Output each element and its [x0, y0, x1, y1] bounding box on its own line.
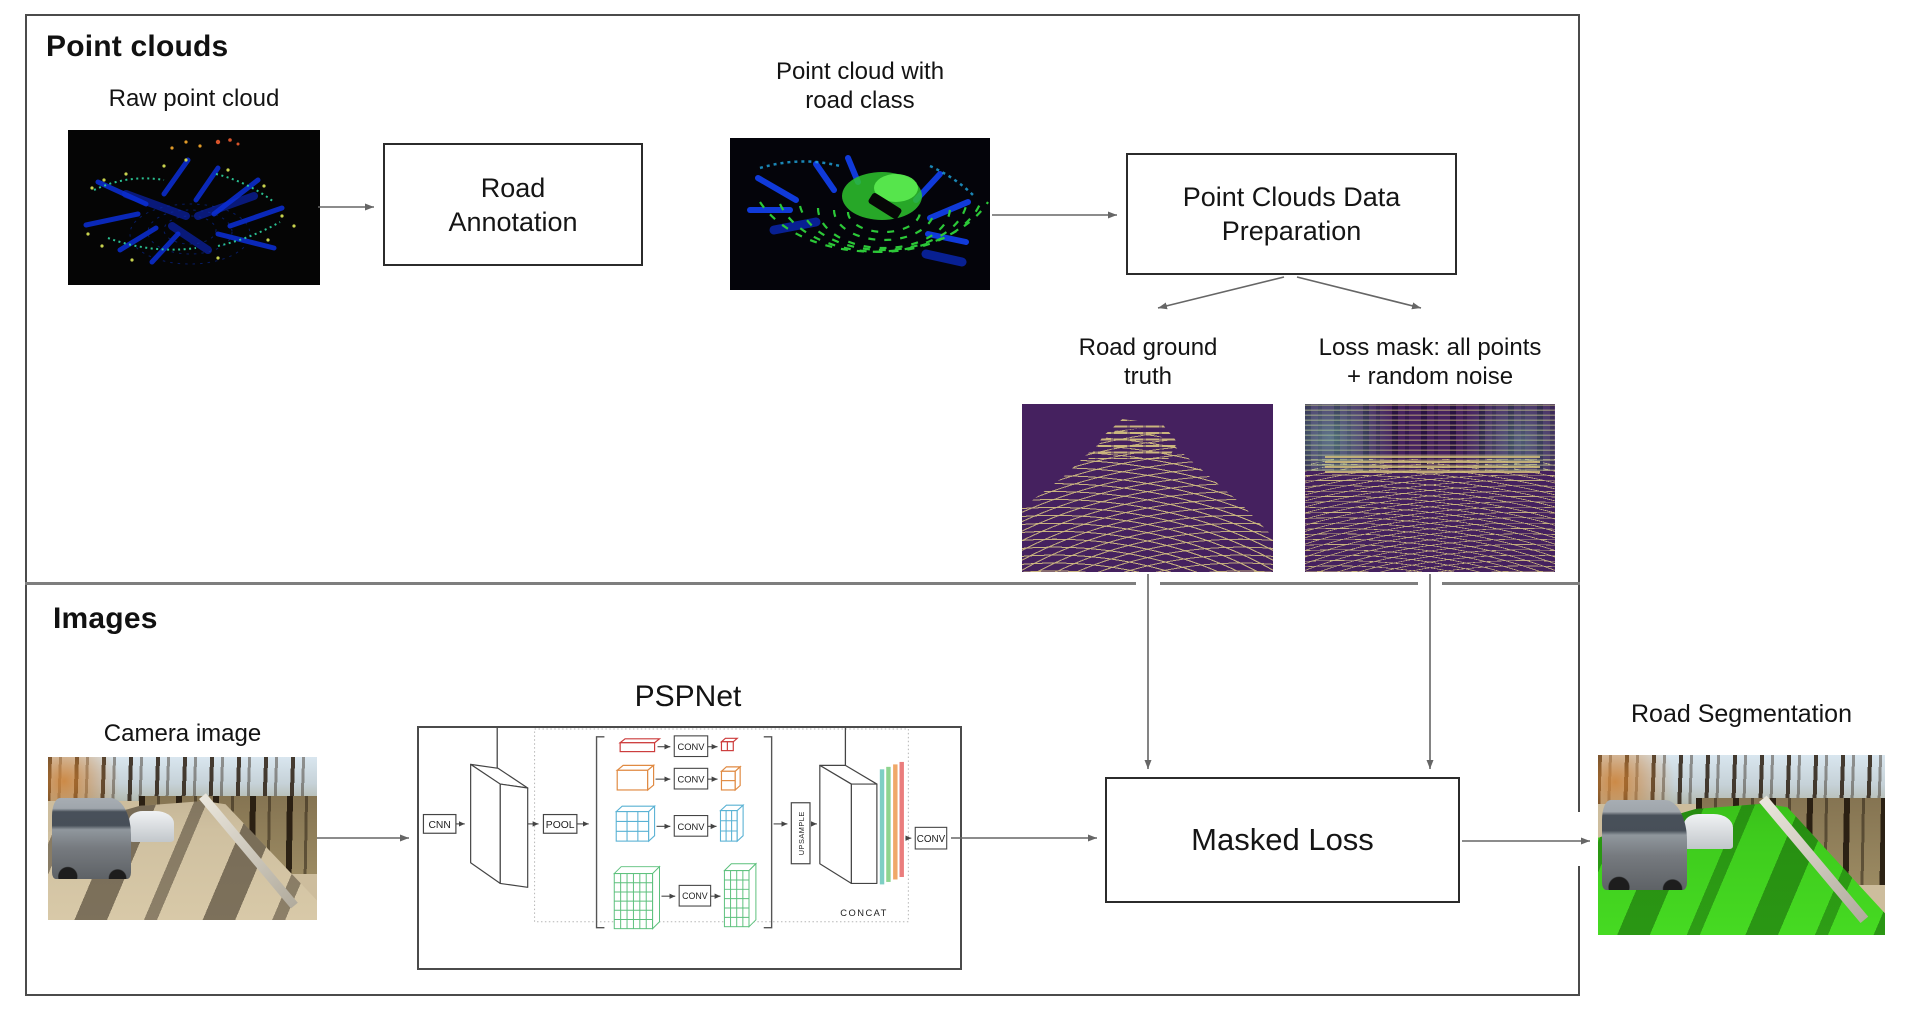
conv-label: CONV [917, 834, 946, 845]
images-section-title: Images [53, 602, 158, 635]
raw-point-cloud-art [68, 130, 320, 285]
data-preparation-box: Point Clouds Data Preparation [1126, 153, 1457, 275]
camera-image [48, 757, 317, 920]
annotated-cloud-art [730, 138, 990, 290]
loss-mask-net-region [1305, 459, 1555, 572]
loss-mask-caption-line2: + random noise [1346, 363, 1514, 390]
conv-boxes [673, 735, 948, 907]
ground-truth-caption: Road ground truth [1048, 333, 1248, 391]
photo-sky-region [1598, 755, 1885, 804]
pool-box [542, 813, 578, 834]
loss-mask-image [1305, 404, 1555, 572]
photo-van [52, 797, 132, 880]
road-annotation-line2: Annotation [448, 206, 578, 237]
ground-truth-caption-line1: Road ground [1078, 334, 1218, 361]
point-clouds-section-title: Point clouds [46, 30, 229, 63]
concat-feature-slices [879, 761, 904, 885]
conv-label: CONV [677, 775, 705, 785]
pool-level-1 [618, 737, 739, 753]
section-divider-segment [1160, 582, 1418, 585]
pspnet-arrows [455, 743, 912, 899]
upsample-box [790, 802, 811, 865]
data-preparation-line1: Point Clouds Data [1182, 182, 1401, 212]
photo-van [1602, 800, 1687, 890]
pool-level-4 [613, 862, 758, 930]
camera-image-caption: Camera image [103, 720, 262, 747]
loss-mask-caption: Loss mask: all points + random noise [1290, 333, 1570, 391]
loss-mask-caption-line1: Loss mask: all points [1318, 334, 1542, 361]
ground-truth-image [1022, 404, 1273, 572]
raw-point-cloud-caption: Raw point cloud [108, 85, 280, 112]
conv-label: CONV [677, 822, 705, 832]
diagram-outer-frame [25, 14, 1580, 996]
annotated-cloud-caption-line2: road class [805, 87, 915, 114]
road-annotation-line1: Road [480, 172, 546, 203]
ground-truth-caption-line2: truth [1123, 363, 1173, 390]
skip-connector-lines [496, 728, 847, 769]
feature-map-slab [470, 763, 529, 888]
road-annotation-box: Road Annotation [383, 143, 643, 266]
section-divider-segment [1442, 582, 1580, 585]
photo-parked-cars [128, 810, 175, 842]
concat-label: CONCAT [840, 908, 888, 918]
pool-label: POOL [546, 820, 575, 831]
masked-loss-box: Masked Loss [1105, 777, 1460, 903]
conv-label: CONV [677, 742, 705, 752]
masked-loss-label: Masked Loss [1191, 822, 1374, 857]
concat-slab [819, 764, 878, 884]
cnn-label: CNN [428, 820, 450, 831]
photo-sky-region [48, 757, 317, 801]
conv-label: CONV [682, 891, 708, 901]
pspnet-title: PSPNet [634, 680, 742, 713]
photo-parked-cars [1684, 814, 1733, 849]
road-segmentation-caption: Road Segmentation [1631, 700, 1852, 728]
loss-mask-bright-band [1325, 454, 1540, 473]
scanline-net [1305, 459, 1555, 572]
road-segmentation-image [1598, 755, 1885, 935]
pool-level-3 [614, 803, 745, 843]
annotated-cloud-caption-line1: Point cloud with [775, 58, 945, 85]
ground-truth-road-cap [1087, 419, 1178, 460]
pool-level-2 [615, 764, 742, 792]
data-preparation-line2: Preparation [1221, 216, 1362, 246]
annotated-cloud-image [730, 138, 990, 290]
raw-point-cloud-image [68, 130, 320, 285]
pspnet-architecture: CNN POOL [422, 728, 948, 930]
pspnet-frame: CNN POOL [417, 726, 962, 970]
section-divider-segment [25, 582, 1136, 585]
right-bracket [763, 736, 773, 929]
annotated-cloud-caption: Point cloud with road class [730, 57, 990, 115]
upsample-label: UPSAMPLE [797, 811, 806, 855]
cnn-box [422, 813, 457, 834]
left-bracket [595, 736, 605, 929]
